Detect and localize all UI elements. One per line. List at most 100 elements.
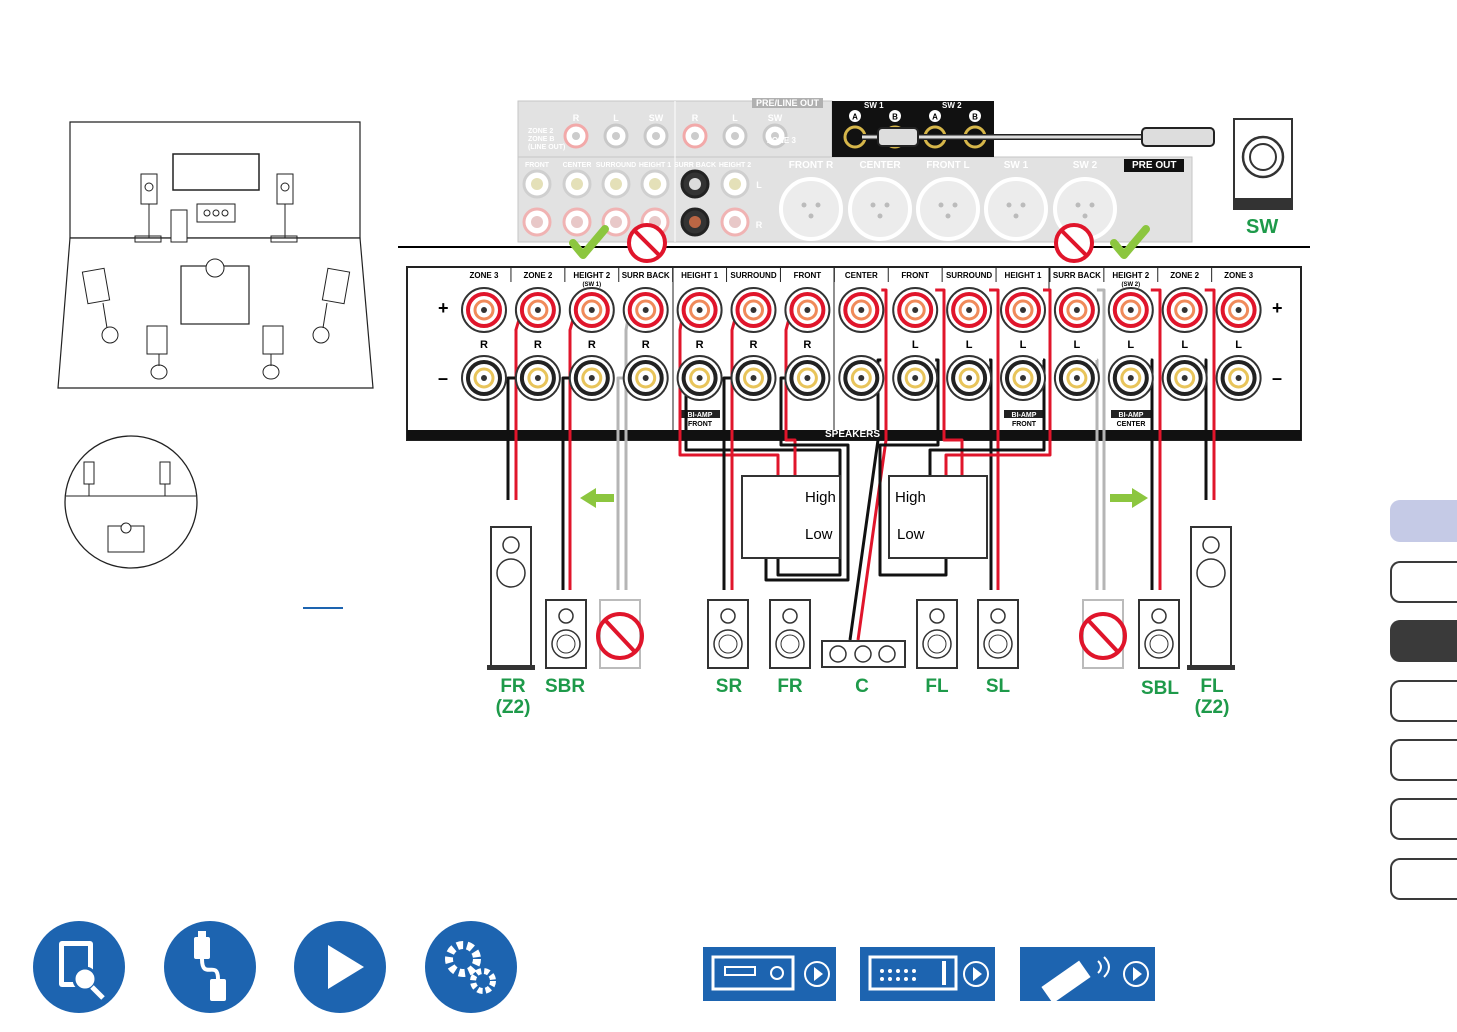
remote-button[interactable] xyxy=(1020,947,1155,1004)
speaker-sr-woofer-inner xyxy=(718,634,738,654)
cable-icon[interactable] xyxy=(164,921,256,1013)
gear-icon[interactable] xyxy=(425,921,517,1013)
biamp-tag xyxy=(1004,410,1044,418)
rca-group-label: CENTER xyxy=(563,162,592,169)
terminal-side-label: L xyxy=(1181,339,1188,351)
speaker-fl-zone2-base xyxy=(1187,665,1235,670)
wire-height2-l-plus xyxy=(1150,288,1162,590)
rear-panel-button[interactable] xyxy=(860,947,995,1001)
divider xyxy=(398,246,1310,248)
xlr-pin xyxy=(1020,202,1026,208)
terminal-column-label: ZONE 3 xyxy=(1224,271,1253,280)
biamp-tag-label: BI-AMP xyxy=(1012,412,1037,419)
minus-terminal-hole xyxy=(481,375,487,381)
speaker-label: FR(Z2) xyxy=(483,676,543,718)
indicators xyxy=(569,223,1150,508)
rca-jack-r-center xyxy=(571,216,583,228)
rca-top-label: R xyxy=(573,113,580,123)
biamp-tag-label: BI-AMP xyxy=(688,412,713,419)
side-tab-3[interactable] xyxy=(1390,620,1457,662)
terminal-column-sublabel: (SW 2) xyxy=(1121,282,1140,288)
speaker-label-main: FR xyxy=(500,676,526,697)
xlr-label: FRONT L xyxy=(926,160,969,171)
rca-group-label: SURROUND xyxy=(596,162,636,169)
side-tab-4[interactable] xyxy=(1390,680,1457,722)
rca-jack-center xyxy=(771,132,779,140)
front-panel-button[interactable] xyxy=(703,947,836,1001)
terminal-column-label: SURROUND xyxy=(946,271,992,280)
biamp-tag-sublabel: FRONT xyxy=(688,421,713,428)
terminal-column-label: SURR BACK xyxy=(622,271,670,280)
terminal-side-label: R xyxy=(588,339,596,351)
xlr-pin xyxy=(938,202,944,208)
xlr-pin xyxy=(1082,213,1088,219)
minus-terminal-hole xyxy=(750,375,757,381)
minus-terminal-hole xyxy=(858,375,865,381)
plus-terminal-hole xyxy=(642,307,649,313)
side-tab-6[interactable] xyxy=(1390,798,1457,840)
height-speaker-position-diagram xyxy=(64,435,198,569)
plus-terminal-hole xyxy=(966,307,973,313)
terminal-side-label: L xyxy=(966,339,973,351)
zoneb-line-label: ZONE B xyxy=(528,136,555,143)
terminal-side-label: L xyxy=(912,339,919,351)
rca-l-label: L xyxy=(756,180,762,190)
side-tab-5[interactable] xyxy=(1390,739,1457,781)
manual-book-icon[interactable] xyxy=(33,921,125,1013)
sw-ab-label: B xyxy=(972,113,978,122)
rca-r-label: R xyxy=(756,220,763,230)
biamp-box-front-right: High Low xyxy=(741,475,841,559)
speaker-label: SL xyxy=(968,676,1028,697)
terminal-column-label: HEIGHT 1 xyxy=(681,271,718,280)
pre-out-label: PRE OUT xyxy=(1124,159,1185,172)
rca-jack-l-center xyxy=(571,178,583,190)
biamp-tag-label: BI-AMP xyxy=(1119,412,1144,419)
terminal-column-label: ZONE 2 xyxy=(1170,271,1199,280)
speakers xyxy=(487,526,1235,670)
plus-terminal-hole xyxy=(696,307,703,313)
rca-group-label: HEIGHT 2 xyxy=(719,162,751,169)
arrow-right-icon xyxy=(1110,488,1148,508)
speaker-label: FL xyxy=(907,676,967,697)
terminal-column-label: HEIGHT 2 xyxy=(1112,271,1149,280)
terminal-side-label: L xyxy=(1127,339,1134,351)
plus-terminal-hole xyxy=(858,307,865,313)
side-tab-2[interactable] xyxy=(1390,561,1457,603)
terminal-column-label: FRONT xyxy=(901,271,929,280)
rca-jack-r-center xyxy=(689,216,701,228)
xlr-pin xyxy=(808,213,814,219)
wire-surround-l-plus xyxy=(989,288,1000,590)
rca-jack-center xyxy=(731,132,739,140)
sw-ab-badge xyxy=(889,110,901,122)
no-symbol-icon xyxy=(596,612,644,660)
side-tab-7[interactable] xyxy=(1390,858,1457,900)
plus-terminal-hole xyxy=(534,307,541,313)
zone3-line-label: ZONE 3 xyxy=(767,136,796,145)
rca-jack-l-center xyxy=(689,178,701,190)
speaker-sbr-woofer-inner xyxy=(556,634,576,654)
rca-jack-center xyxy=(652,132,660,140)
wire-front-r-minus xyxy=(764,376,850,582)
play-icon[interactable] xyxy=(294,921,386,1013)
minus-terminal-hole xyxy=(912,375,919,381)
side-tab-1[interactable] xyxy=(1390,500,1457,542)
xlr-pin xyxy=(1075,202,1081,208)
plus-terminal-hole xyxy=(481,307,487,313)
subwoofer xyxy=(862,118,1293,210)
terminal-column-label: HEIGHT 1 xyxy=(1005,271,1042,280)
speaker-label-main: SL xyxy=(985,676,1011,697)
biamp-tag xyxy=(680,410,720,418)
plus-terminal-hole xyxy=(1181,307,1188,313)
rca-jack-r-center xyxy=(531,216,543,228)
wire-front-r-plus xyxy=(784,309,797,495)
xlr-label: SW 1 xyxy=(1004,160,1029,171)
speaker-label: SBL xyxy=(1130,678,1190,699)
speaker-sbl-woofer-inner xyxy=(1149,634,1169,654)
terminal-side-label: R xyxy=(803,339,811,351)
speaker-fr-tweeter xyxy=(782,608,798,624)
page-link[interactable] xyxy=(303,607,343,609)
xlr-pin xyxy=(884,202,890,208)
sw-ab-label: B xyxy=(892,113,898,122)
wire-height2-l-minus xyxy=(1150,358,1154,590)
